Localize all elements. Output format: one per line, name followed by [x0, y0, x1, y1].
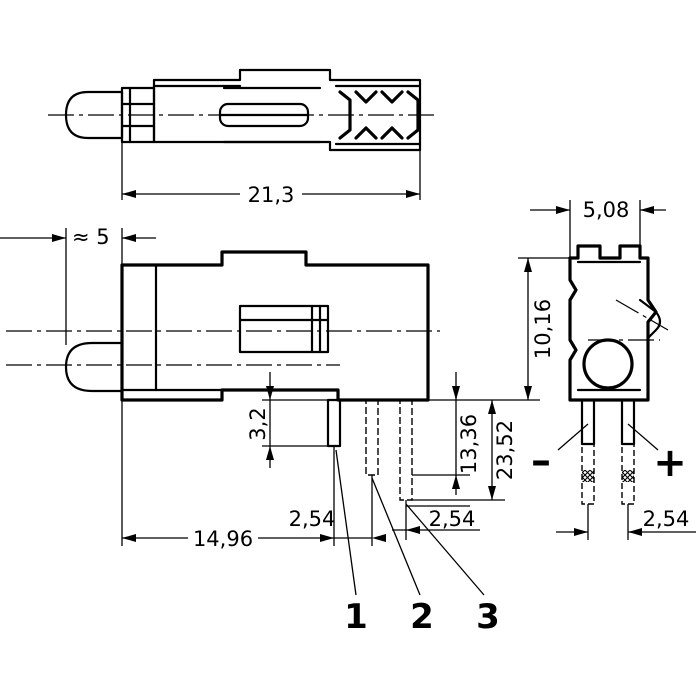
label-pin-length: 3,2: [246, 407, 270, 440]
top-view: [48, 68, 436, 152]
dim-heights: 13,36 23,52: [412, 372, 540, 501]
dim-body-to-pin: 14,96 2,54: [121, 400, 386, 551]
label-body-height: 10,16: [531, 299, 555, 359]
dim-side-pitch: 2,54: [556, 507, 696, 536]
label-side-pitch: 2,54: [643, 507, 690, 531]
polarity-negative: –: [531, 438, 551, 484]
dim-overall-length: 21,3: [121, 138, 421, 207]
label-body-to-pin1: 14,96: [193, 527, 253, 551]
pin-label-3: 3: [476, 597, 500, 637]
side-pin-left: [580, 398, 596, 446]
side-view: – +: [531, 244, 687, 540]
label-overall-length: 21,3: [248, 183, 295, 207]
label-height-a: 13,36: [457, 414, 481, 474]
dim-pitch-23: 2,54: [392, 500, 480, 540]
pin-2-front: [365, 399, 379, 476]
led-dome-front: [64, 341, 124, 393]
pin-1-front: [326, 398, 342, 448]
led-dome-top: [64, 90, 124, 140]
label-pitch-23: 2,54: [429, 507, 476, 531]
pin-label-2: 2: [410, 597, 434, 637]
pin-label-1: 1: [344, 597, 368, 637]
dim-width: 5,08: [530, 198, 666, 258]
label-pitch-12: 2,54: [289, 507, 336, 531]
pin-3-front: [399, 399, 413, 501]
label-width: 5,08: [583, 198, 630, 222]
dim-body-height: 10,16: [518, 257, 570, 400]
label-height-b: 23,52: [493, 420, 517, 480]
label-led-protrusion: ≈ 5: [72, 225, 110, 249]
dim-led-protrusion: ≈ 5: [0, 225, 156, 345]
pin-leaders: 1 2 3: [335, 449, 500, 637]
led-circle-side: [582, 338, 634, 390]
dim-pin-length: 3,2: [246, 372, 328, 468]
polarity-positive: +: [653, 440, 687, 486]
side-pin-right: [620, 398, 636, 446]
front-view: [6, 250, 440, 501]
